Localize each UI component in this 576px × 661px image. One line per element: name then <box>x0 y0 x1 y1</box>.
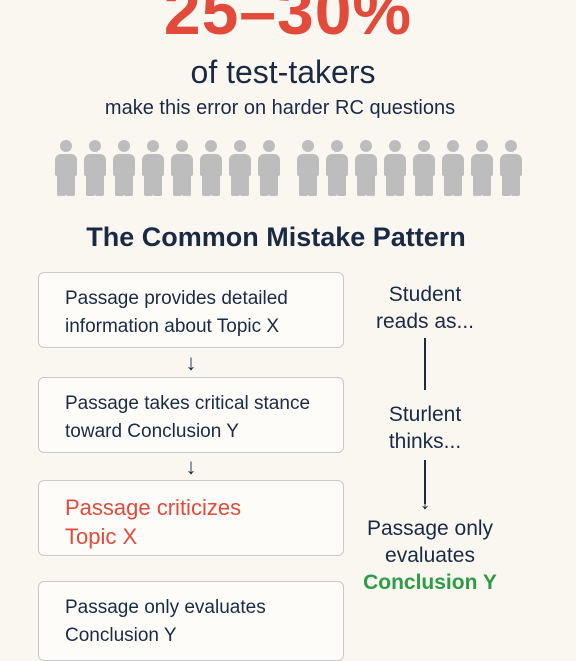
person-icon <box>413 140 435 198</box>
stat-description: make this error on harder RC questions <box>104 97 456 119</box>
person-icon <box>258 140 280 198</box>
section-heading: The Common Mistake Pattern <box>86 222 466 252</box>
person-icon <box>500 140 522 198</box>
person-icon <box>384 140 406 198</box>
person-icon <box>113 140 135 198</box>
person-icon <box>229 140 251 198</box>
vertical-connector <box>424 460 426 504</box>
people-row <box>0 140 576 200</box>
arrow-down-icon: ↓ <box>185 454 197 479</box>
person-icon <box>55 140 77 198</box>
side-result-line2: evaluates <box>385 544 475 567</box>
flow-box-3-line2: Topic X <box>65 524 138 549</box>
person-icon <box>326 140 348 198</box>
flow-box-2-line2: toward Conclusion Y <box>65 421 239 442</box>
side-reads-line1: Student <box>388 283 462 306</box>
side-result: Passage only evaluates Conclusion Y <box>345 515 515 596</box>
person-icon <box>355 140 377 198</box>
stat-subtitle: of test-takers <box>190 54 376 90</box>
person-icon <box>442 140 464 198</box>
side-thinks-line2: thinks... <box>388 430 462 453</box>
arrow-down-icon: ↓ <box>185 350 197 375</box>
flow-box-4-line1: Passage only evaluates <box>65 597 266 618</box>
person-icon <box>200 140 222 198</box>
flow-box-3-line1: Passage criticizes <box>65 495 242 520</box>
person-icon <box>297 140 319 198</box>
side-result-line1: Passage only <box>366 517 494 540</box>
vertical-connector <box>424 338 426 390</box>
person-icon <box>142 140 164 198</box>
stat-value: 25–30% <box>163 0 413 48</box>
person-icon <box>471 140 493 198</box>
person-icon <box>84 140 106 198</box>
side-reads: Student reads as... <box>355 281 495 335</box>
flow-box-2-line1: Passage takes critical stance <box>65 393 311 414</box>
flow-box-3: Passage criticizes Topic X <box>38 480 344 556</box>
flow-box-1-line2: information about Topic X <box>65 316 280 337</box>
flow-box-4-line2: Conclusion Y <box>65 625 177 646</box>
flow-box-4: Passage only evaluates Conclusion Y <box>38 581 344 661</box>
person-icon <box>171 140 193 198</box>
arrow-down-icon: ↓ <box>419 489 431 514</box>
side-result-line3: Conclusion Y <box>363 571 497 594</box>
flow-box-1: Passage provides detailed information ab… <box>38 272 344 348</box>
side-reads-line2: reads as... <box>375 310 475 333</box>
side-thinks-line1: Sturlent <box>388 403 462 426</box>
flow-box-2: Passage takes critical stance toward Con… <box>38 377 344 453</box>
side-thinks: Sturlent thinks... <box>355 401 495 455</box>
flow-box-1-line1: Passage provides detailed <box>65 288 288 309</box>
